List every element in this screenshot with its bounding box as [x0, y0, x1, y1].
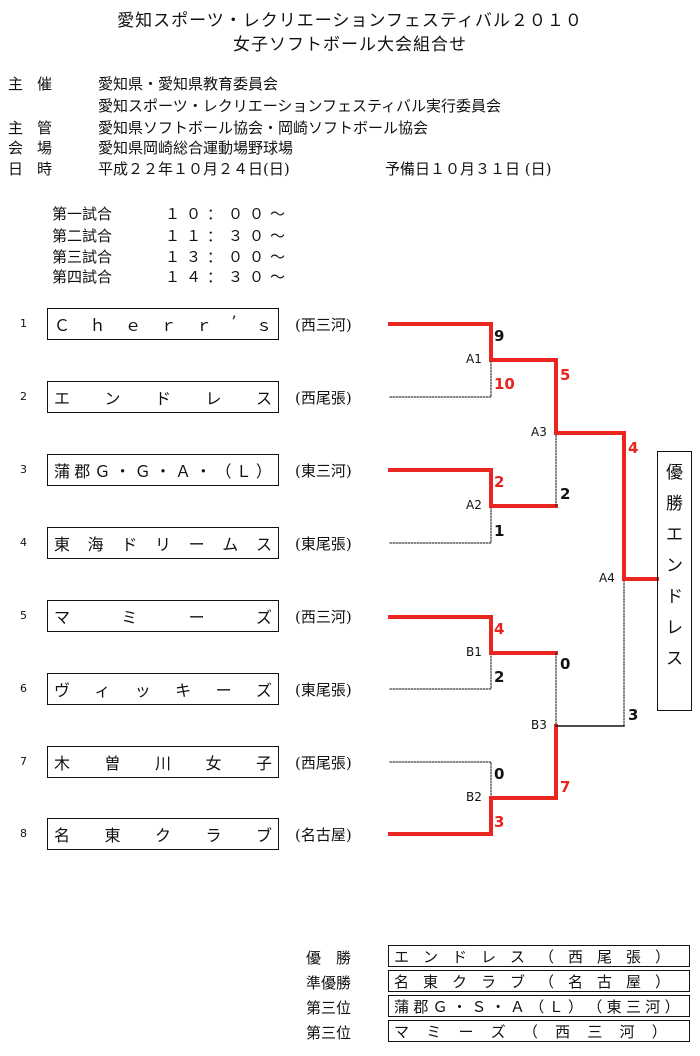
team-region: (東尾張)	[295, 681, 352, 699]
info-value: 愛知県岡崎総合運動場野球場	[98, 139, 294, 157]
info-label: 日時	[8, 160, 67, 178]
team-region: (名古屋)	[295, 826, 352, 844]
team-number: 2	[20, 390, 27, 403]
score: 3	[628, 706, 639, 724]
info-value: 平成２２年１０月２４日(日)	[98, 160, 290, 178]
team-number: 7	[20, 755, 27, 768]
team-region: (東尾張)	[295, 535, 352, 553]
team-box: 東海ドリームス	[47, 527, 279, 559]
champion-box: 優勝 エンドレス	[657, 451, 692, 711]
score: 4	[494, 620, 505, 638]
team-name: 名東クラブ	[54, 826, 272, 845]
team-name: エンドレス	[54, 389, 272, 408]
match-label: A3	[531, 425, 547, 439]
team-name: マミーズ	[54, 608, 272, 627]
team-region: (西三河)	[295, 316, 352, 334]
team-number: 3	[20, 463, 27, 476]
team-number: 6	[20, 682, 27, 695]
page-subtitle: 女子ソフトボール大会組合せ	[233, 35, 467, 55]
line-team-7	[389, 761, 492, 799]
schedule-name: 第二試合	[52, 227, 113, 245]
result-team: エンドレス（西尾張）	[388, 945, 690, 967]
score: 5	[560, 366, 571, 384]
match-label: B2	[466, 790, 482, 804]
match-label: B1	[466, 645, 482, 659]
score: 2	[494, 668, 505, 686]
info-value: 愛知スポーツ・レクリエーションフェスティバル実行委員会	[98, 97, 502, 115]
team-box: マミーズ	[47, 600, 279, 632]
result-team: 名東クラブ（名古屋）	[388, 970, 690, 992]
line-team-2	[389, 359, 492, 398]
score: 9	[494, 327, 505, 345]
line-team-5	[388, 615, 493, 655]
match-label: A1	[466, 352, 482, 366]
champion-name: エンドレス	[666, 525, 683, 669]
line-team-8	[388, 796, 493, 836]
team-name: 東海ドリームス	[54, 535, 272, 554]
schedule-name: 第一試合	[52, 205, 113, 223]
match-label: A4	[599, 571, 615, 585]
result-team-name: エンドレス（西尾張）	[394, 947, 671, 966]
score: 7	[560, 778, 571, 796]
team-region: (西尾張)	[295, 389, 352, 407]
result-team-name: 名東クラブ（名古屋）	[394, 972, 671, 991]
team-box: ヴィッキーズ	[47, 673, 279, 705]
score: 3	[494, 813, 505, 831]
score: 0	[560, 655, 571, 673]
score: 0	[494, 765, 505, 783]
team-region: (西尾張)	[295, 754, 352, 772]
team-number: 4	[20, 536, 27, 549]
score: 10	[494, 375, 515, 393]
page-title: 愛知スポーツ・レクリエーションフェスティバル２０１０	[117, 11, 583, 31]
team-number: 1	[20, 317, 27, 330]
result-rank: 優 勝	[306, 949, 352, 967]
schedule-name: 第四試合	[52, 268, 113, 286]
score: 2	[494, 473, 505, 491]
info-label: 主催	[8, 75, 67, 93]
team-box: エンドレス	[47, 381, 279, 413]
info-value: 愛知県ソフトボール協会・岡崎ソフトボール協会	[98, 119, 429, 137]
team-number: 5	[20, 609, 27, 622]
team-region: (東三河)	[295, 462, 352, 480]
team-name: ヴィッキーズ	[54, 681, 272, 700]
result-team: マミーズ（西三河）	[388, 1020, 690, 1042]
schedule-time: １１：３０～	[165, 227, 292, 245]
schedule-time: １３：００～	[165, 248, 292, 266]
info-extra: 予備日１０月３１日 (日)	[385, 160, 552, 178]
line-team-6	[389, 652, 492, 690]
team-box: 名東クラブ	[47, 818, 279, 850]
result-team-name: マミーズ（西三河）	[394, 1022, 667, 1041]
info-label: 主管	[8, 119, 67, 137]
schedule-time: １４：３０～	[165, 268, 292, 286]
line-team-3	[388, 468, 493, 508]
schedule-name: 第三試合	[52, 248, 113, 266]
team-region: (西三河)	[295, 608, 352, 626]
score: 4	[628, 439, 639, 457]
champion-text: 優勝 エンドレス	[658, 458, 691, 675]
result-rank: 第三位	[306, 999, 352, 1017]
result-rank: 第三位	[306, 1024, 352, 1042]
match-label: B3	[531, 718, 547, 732]
info-label: 会場	[8, 139, 67, 157]
info-value: 愛知県・愛知県教育委員会	[98, 75, 279, 93]
score: 2	[560, 485, 571, 503]
match-label: A2	[466, 498, 482, 512]
line-team-1	[388, 322, 493, 362]
schedule-time: １０：００～	[165, 205, 292, 223]
champion-label: 優勝	[666, 463, 683, 514]
team-box: 木曽川女子	[47, 746, 279, 778]
team-name: 木曽川女子	[54, 754, 272, 773]
line-team-4	[389, 505, 492, 544]
team-number: 8	[20, 827, 27, 840]
result-rank: 準優勝	[306, 974, 352, 992]
score: 1	[494, 522, 505, 540]
